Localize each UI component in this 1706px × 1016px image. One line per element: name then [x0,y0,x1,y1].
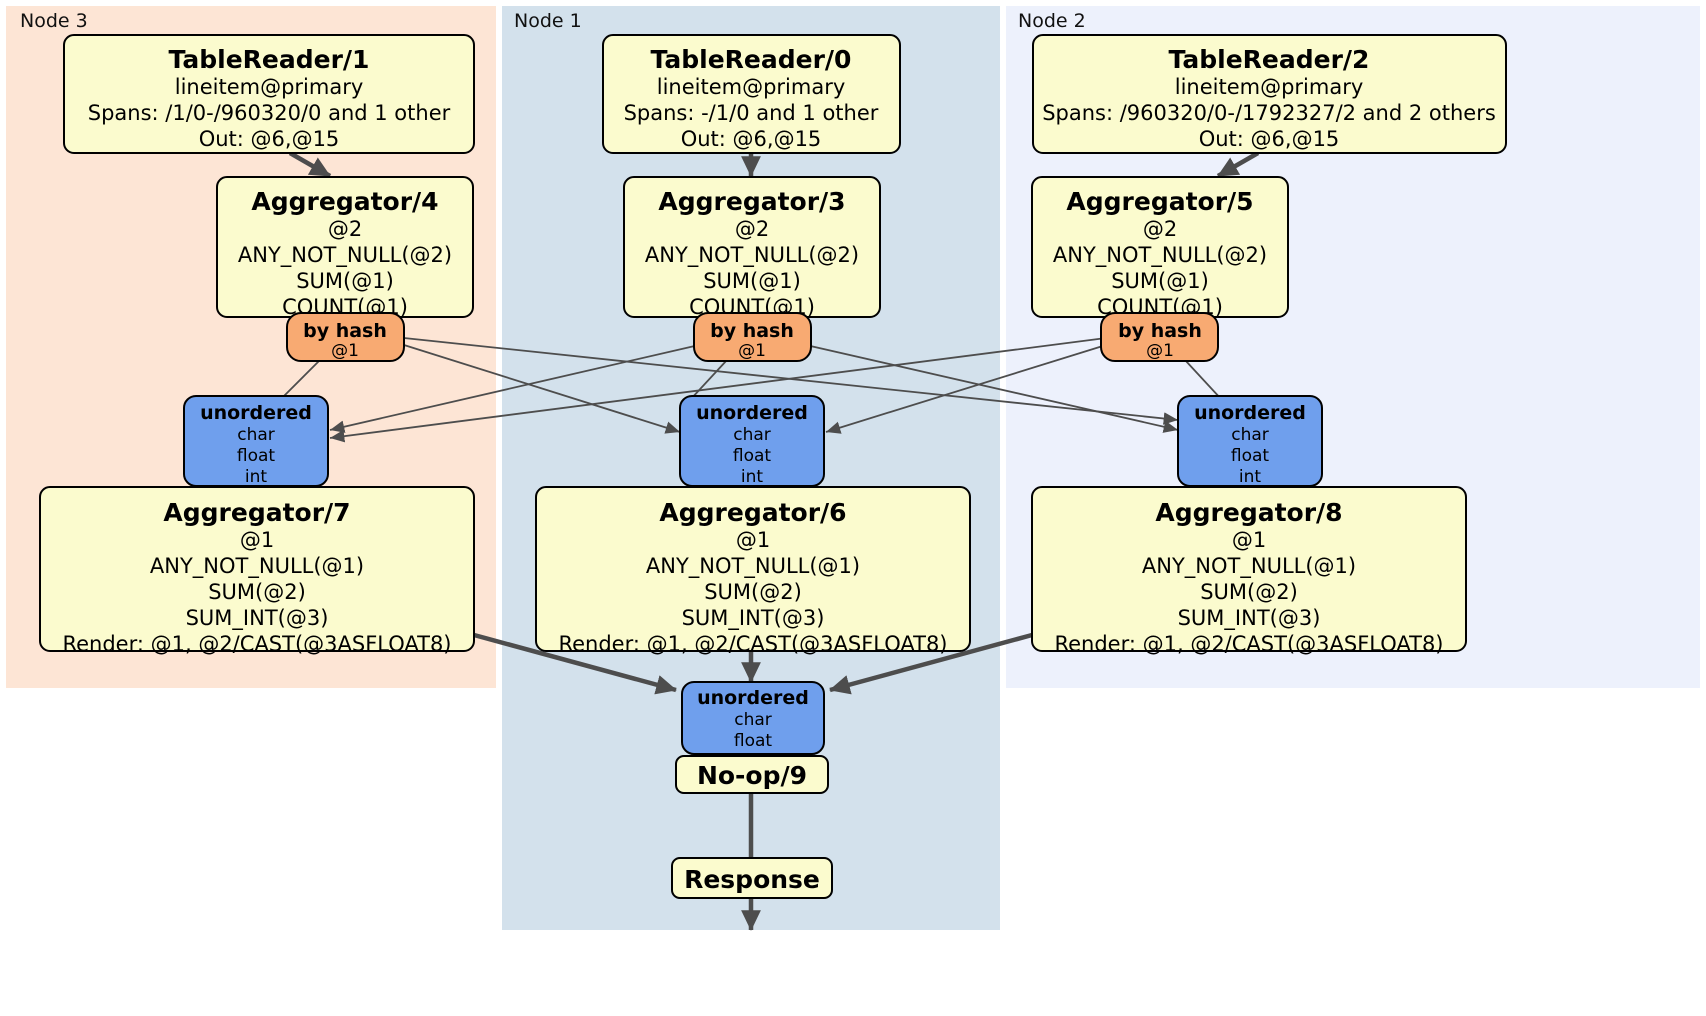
processor-line: ANY_NOT_NULL(@2) [1053,243,1267,268]
edge-tablereader2-to-aggregator5 [1216,151,1260,178]
processor-line: SUM(@1) [703,269,801,293]
receiver-unordered-final[interactable]: unordered char float [681,681,825,755]
receiver-line: float [734,731,773,751]
processor-title: Aggregator/6 [659,498,846,527]
panel-node2-label: Node 2 [1018,10,1086,32]
edge-byhash-right-to-unordered-left [329,337,1107,443]
processor-title: Aggregator/8 [1155,498,1342,527]
processor-title: TableReader/1 [169,45,370,74]
processor-line: SUM_INT(@3) [1178,606,1321,631]
receiver-line: char [1231,425,1269,445]
processor-line: @1 [1232,528,1266,552]
processor-title: TableReader/0 [651,45,852,74]
edge-byhash-center-to-unordered-right [805,344,1179,433]
processor-noop9[interactable]: No-op/9 [675,755,829,794]
receiver-unordered-center[interactable]: unordered char float int [679,395,825,487]
receiver-unordered-left[interactable]: unordered char float int [183,395,329,487]
edge-aggregator8-to-unordered-final [829,632,1033,695]
router-title: by hash [1118,320,1202,342]
processor-line: SUM(@1) [1111,269,1209,293]
processor-line: @1 [736,528,770,552]
processor-line: @2 [1143,217,1177,241]
receiver-title: unordered [696,402,808,424]
router-line: @1 [331,341,359,361]
processor-line: SUM_INT(@3) [186,606,329,631]
processor-title: TableReader/2 [1169,45,1370,74]
processor-response[interactable]: Response [671,857,833,899]
processor-line: Spans: /1/0-/960320/0 and 1 other [88,101,451,125]
processor-aggregator3[interactable]: Aggregator/3 @2 ANY_NOT_NULL(@2) SUM(@1)… [623,176,881,319]
processor-tablereader0[interactable]: TableReader/0 lineitem@primary Spans: -/… [602,34,901,154]
edge-byhash-right-to-unordered-right [1184,359,1223,401]
router-title: by hash [303,320,387,342]
processor-title: Response [684,865,820,894]
edge-byhash-center-to-unordered-left [329,344,700,433]
processor-line: lineitem@primary [657,75,846,99]
processor-aggregator4[interactable]: Aggregator/4 @2 ANY_NOT_NULL(@2) SUM(@1)… [216,176,474,319]
router-line: @1 [738,341,766,361]
processor-line: @1 [240,528,274,552]
receiver-line: char [733,425,771,445]
receiver-line: int [1239,467,1261,487]
processor-line: ANY_NOT_NULL(@1) [1142,554,1356,579]
receiver-title: unordered [697,687,809,709]
processor-aggregator7[interactable]: Aggregator/7 @1 ANY_NOT_NULL(@1) SUM(@2)… [39,486,475,656]
router-line: @1 [1146,341,1174,361]
processor-line: SUM(@2) [1200,580,1298,604]
receiver-line: float [1231,446,1270,466]
processor-line: lineitem@primary [1175,75,1364,99]
processor-line: Render: @1, @2/CAST(@3ASFLOAT8) [558,632,947,656]
processor-line: ANY_NOT_NULL(@2) [238,243,452,268]
processor-line: SUM(@1) [296,269,394,293]
processor-line: Out: @6,@15 [1199,127,1340,151]
edge-tablereader1-to-aggregator4 [288,151,332,178]
edge-aggregator7-to-unordered-final [473,632,677,695]
processor-aggregator8[interactable]: Aggregator/8 @1 ANY_NOT_NULL(@1) SUM(@2)… [1031,486,1467,656]
processor-line: Out: @6,@15 [681,127,822,151]
panel-node1-label: Node 1 [514,10,582,32]
processor-line: SUM(@2) [208,580,306,604]
processor-title: Aggregator/7 [163,498,350,527]
processor-line: Render: @1, @2/CAST(@3ASFLOAT8) [62,632,451,656]
router-byhash-center[interactable]: by hash @1 [693,312,812,362]
receiver-line: float [237,446,276,466]
router-title: by hash [710,320,794,342]
processor-line: Spans: /960320/0-/1792327/2 and 2 others [1042,101,1496,125]
processor-line: Spans: -/1/0 and 1 other [624,101,879,125]
receiver-line: float [733,446,772,466]
receiver-title: unordered [200,402,312,424]
processor-line: lineitem@primary [175,75,364,99]
processor-line: Out: @6,@15 [199,127,340,151]
processor-line: ANY_NOT_NULL(@2) [645,243,859,268]
edge-byhash-left-to-unordered-left [279,359,321,401]
processor-title: No-op/9 [697,761,807,790]
receiver-line: char [237,425,275,445]
receiver-line: int [741,467,763,487]
processor-line: ANY_NOT_NULL(@1) [646,554,860,579]
router-byhash-right[interactable]: by hash @1 [1100,312,1219,362]
processor-aggregator6[interactable]: Aggregator/6 @1 ANY_NOT_NULL(@1) SUM(@2)… [535,486,971,656]
processor-tablereader1[interactable]: TableReader/1 lineitem@primary Spans: /1… [63,34,475,154]
processor-line: @2 [735,217,769,241]
processor-line: SUM_INT(@3) [682,606,825,631]
processor-line: ANY_NOT_NULL(@1) [150,554,364,579]
receiver-line: char [734,710,772,730]
receiver-line: int [245,467,267,487]
processor-line: @2 [328,217,362,241]
receiver-title: unordered [1194,402,1306,424]
edge-byhash-right-to-unordered-center [825,344,1107,434]
processor-aggregator5[interactable]: Aggregator/5 @2 ANY_NOT_NULL(@2) SUM(@1)… [1031,176,1289,319]
processor-line: Render: @1, @2/CAST(@3ASFLOAT8) [1054,632,1443,656]
processor-line: SUM(@2) [704,580,802,604]
router-byhash-left[interactable]: by hash @1 [286,312,405,362]
processor-tablereader2[interactable]: TableReader/2 lineitem@primary Spans: /9… [1032,34,1507,154]
processor-title: Aggregator/4 [251,187,438,216]
edge-byhash-center-to-unordered-center [689,359,728,401]
processor-title: Aggregator/3 [658,187,845,216]
panel-node3-label: Node 3 [20,10,88,32]
processor-title: Aggregator/5 [1066,187,1253,216]
receiver-unordered-right[interactable]: unordered char float int [1177,395,1323,487]
edge-byhash-left-to-unordered-center [403,344,681,434]
